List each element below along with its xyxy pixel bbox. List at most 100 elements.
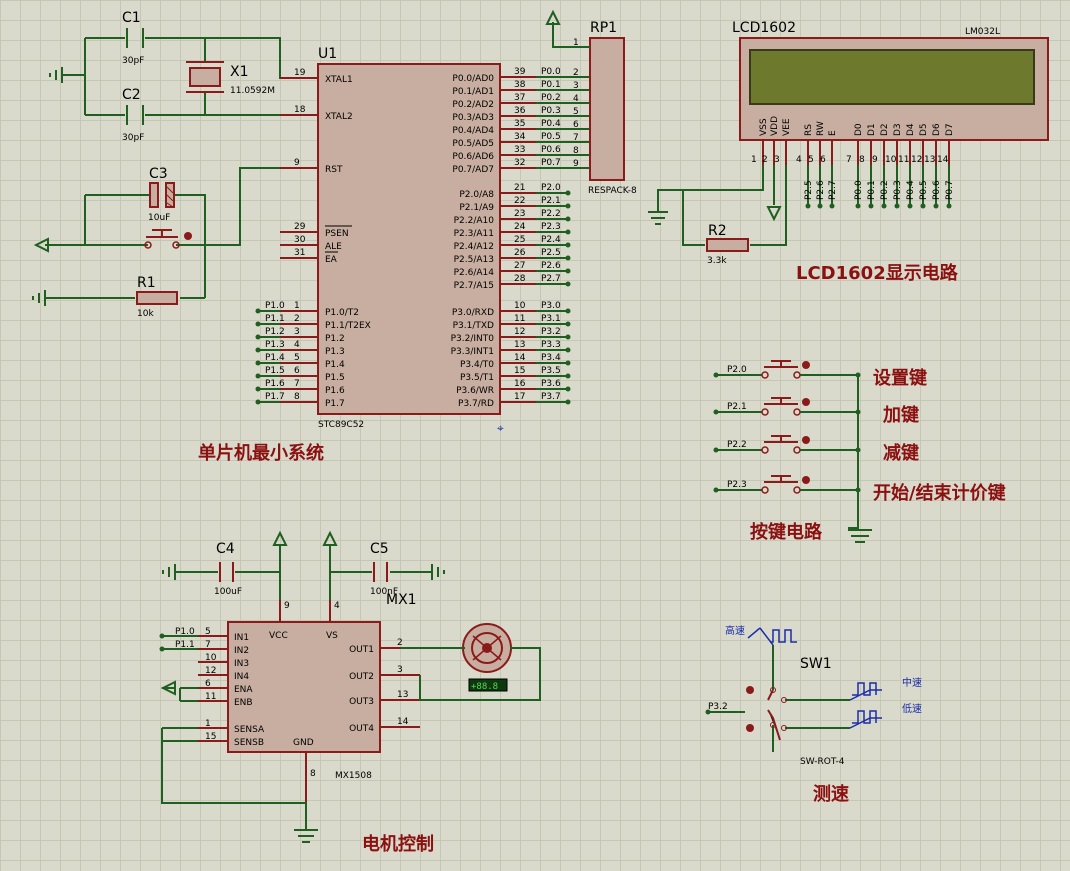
u1-right-pin-num: 35 <box>514 119 525 129</box>
u1-right-pin-num: 26 <box>514 248 526 258</box>
p1-net-junction <box>255 321 261 327</box>
port-net-label: P2.2 <box>541 209 561 219</box>
u1-p1-nets: P1.0P1.1P1.2P1.3P1.4P1.5P1.6P1.7 <box>255 301 285 405</box>
port-net-junction <box>565 321 571 327</box>
reset-circuit: C3 10uF R1 10k <box>32 166 300 319</box>
title-keys: 按键电路 <box>750 521 823 543</box>
u1-left-pin-name: P1.5 <box>325 373 345 383</box>
r1-resistor: R1 10k <box>136 275 178 319</box>
key-contact <box>793 486 801 494</box>
u1-ref: U1 <box>318 46 337 62</box>
port-net-label: P0.7 <box>541 158 561 168</box>
u1-right-pin-num: 23 <box>514 209 525 219</box>
u1-right-pin-name: P3.1/TXD <box>453 321 494 331</box>
u1-right-pin-name: P3.0/RXD <box>452 308 494 318</box>
c5-ref: C5 <box>370 541 389 557</box>
port-net-label: P0.5 <box>541 132 561 142</box>
lcd-net-label: P2.7 <box>828 180 838 200</box>
mx1-net-label: P1.1 <box>175 640 195 650</box>
sw1-part: SW-ROT-4 <box>800 757 845 767</box>
lcd-net-label: P0.3 <box>893 180 903 200</box>
u1-left-pin-num: 5 <box>294 353 300 363</box>
port-net-label: P3.6 <box>541 379 561 389</box>
u1-right-pin-name: P2.7/A15 <box>454 281 494 291</box>
u1-right-pin-num: 27 <box>514 261 525 271</box>
mx1-right-pin-name: OUT3 <box>349 697 374 707</box>
u1-right-pin-num: 32 <box>514 158 525 168</box>
c1-capacitor: C1 30pF <box>122 10 144 66</box>
mx1-left-pin-name: ENB <box>234 698 253 708</box>
mx1-right-pin-name: OUT4 <box>349 724 374 734</box>
key-junction <box>713 409 719 415</box>
mx1-left-pin-num: 7 <box>205 640 211 650</box>
c2-ref: C2 <box>122 87 141 103</box>
port-net-label: P2.3 <box>541 222 561 232</box>
sw1-ref: SW1 <box>800 656 832 672</box>
mx1-left-pin-num: 1 <box>205 719 211 729</box>
lcd-net-label: P2.5 <box>804 180 814 200</box>
port-net-label: P3.7 <box>541 392 561 402</box>
port-net-junction <box>565 399 571 405</box>
p1-net-label: P1.0 <box>265 301 285 311</box>
mx1-right-pin-name: OUT2 <box>349 672 374 682</box>
u1-left-pin-name: P1.4 <box>325 360 345 370</box>
lcd-net-junction <box>829 203 835 209</box>
u1-right-pin-num: 34 <box>514 132 526 142</box>
mx1-left-pin-name: SENSA <box>234 725 265 735</box>
lcd-pin-num: 4 <box>796 155 802 165</box>
port-net-junction <box>565 360 571 366</box>
u1-left-pin-num: 6 <box>294 366 300 376</box>
key-contact <box>761 486 769 494</box>
c2-value: 30pF <box>122 133 144 143</box>
p1-net-label: P1.7 <box>265 392 285 402</box>
lcd-pin-name: D6 <box>932 123 942 136</box>
u1-right-pin-name: P0.0/AD0 <box>452 74 494 84</box>
u1-right-pin-num: 15 <box>514 366 525 376</box>
u1-left-pin-name: ALE <box>325 242 342 252</box>
port-net-label: P2.6 <box>541 261 561 271</box>
u1-right-pin-num: 37 <box>514 93 525 103</box>
lcd-pin-name: VEE <box>782 118 792 136</box>
port-net-junction <box>565 308 571 314</box>
lcd-net-label: P0.0 <box>854 180 864 200</box>
port-net-label: P0.2 <box>541 93 561 103</box>
mx1-left-pin-name: IN2 <box>234 646 249 656</box>
u1-right-pin-num: 28 <box>514 274 526 284</box>
rp1-ref: RP1 <box>590 20 617 36</box>
mx1-gnd-num: 8 <box>310 769 316 779</box>
r2-value: 3.3k <box>707 256 727 266</box>
key-junction <box>713 447 719 453</box>
key-contact <box>761 408 769 416</box>
c3-ref: C3 <box>149 166 168 182</box>
lcd-net-junction <box>946 203 952 209</box>
svg-text:⌖: ⌖ <box>497 421 504 435</box>
gen-high: 高速 <box>725 624 797 646</box>
u1-left-pin-name: P1.1/T2EX <box>325 321 371 331</box>
c5-value: 100nF <box>370 587 398 597</box>
u1-right-pin-name: P3.7/RD <box>458 399 494 409</box>
mx1-left-pin-name: IN4 <box>234 672 249 682</box>
c4-capacitor: C4 100uF <box>214 541 242 597</box>
lcd-pins: VSS1VDD2VEE3RS4RW5E6D07D18D29D310D411D51… <box>751 116 955 165</box>
gen-high-label: 高速 <box>725 624 745 637</box>
rp1-pin-num: 5 <box>573 107 579 117</box>
mx1-ref: MX1 <box>386 592 417 608</box>
port-net-junction <box>565 373 571 379</box>
title-motor: 电机控制 <box>362 833 434 855</box>
rp1-pin-num: 6 <box>573 120 579 130</box>
u1-left-pin-num: 18 <box>294 105 306 115</box>
key-contact <box>793 408 801 416</box>
lcd-pin-num: 13 <box>924 155 935 165</box>
mx1-right-pin-num: 13 <box>397 690 408 700</box>
p1-net-junction <box>255 347 261 353</box>
key-net-label: P2.3 <box>727 480 747 490</box>
u1-right-pins: 39P0.0/AD038P0.1/AD137P0.2/AD236P0.3/AD3… <box>451 67 536 409</box>
p1-net-label: P1.3 <box>265 340 285 350</box>
port-net-junction <box>565 229 571 235</box>
crystal-circuit: C1 30pF C2 30pF X1 11.0592M <box>49 10 300 143</box>
u1-right-pin-name: P2.2/A10 <box>454 216 495 226</box>
u1-left-pins: 19XTAL118XTAL29RST29PSEN30ALE31EA1P1.0/T… <box>280 68 371 409</box>
lcd-net-label: P0.4 <box>906 180 916 200</box>
r1-value: 10k <box>137 309 154 319</box>
